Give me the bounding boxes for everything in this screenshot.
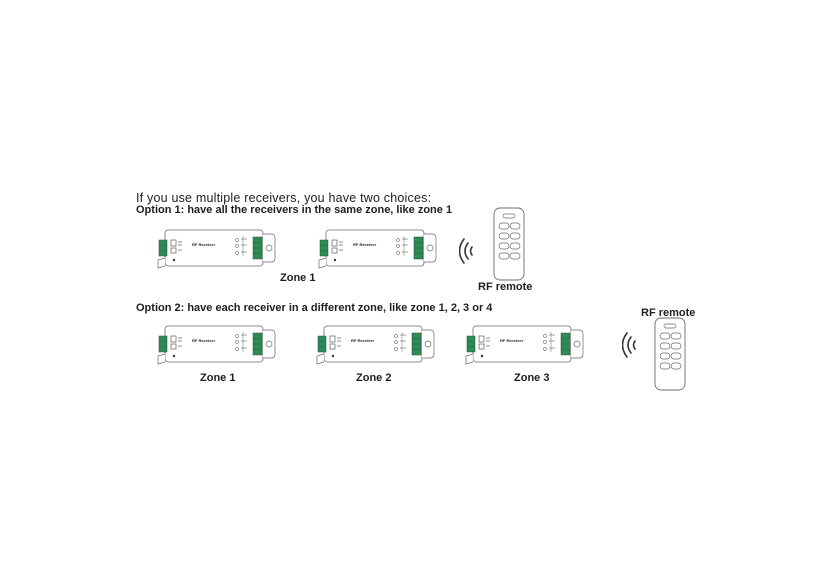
receiver-label: RF Receiver (351, 338, 375, 343)
rf-receiver-icon (155, 322, 277, 366)
remote-label: RF remote (478, 281, 533, 293)
rf-receiver-icon (463, 322, 585, 366)
receiver-label: RF Receiver (500, 338, 524, 343)
zone-label: Zone 3 (514, 372, 550, 384)
receiver-label: RF Receiver (192, 242, 216, 247)
option2-text: Option 2: have each receiver in a differ… (136, 302, 493, 314)
option1-text: Option 1: have all the receivers in the … (136, 204, 453, 216)
wireless-signal-icon (459, 237, 475, 265)
remote-label: RF remote (641, 307, 696, 319)
rf-remote-icon (492, 206, 528, 282)
rf-receiver-icon (314, 322, 436, 366)
rf-receiver-icon (155, 226, 277, 270)
receiver-label: RF Receiver (353, 242, 377, 247)
zone-label: Zone 1 (280, 272, 316, 284)
zone-label: Zone 2 (356, 372, 392, 384)
wireless-signal-icon (622, 331, 638, 359)
zone-label: Zone 1 (200, 372, 236, 384)
receiver-label: RF Receiver (192, 338, 216, 343)
intro-heading: If you use multiple receivers, you have … (136, 191, 432, 205)
rf-remote-icon (653, 316, 689, 392)
rf-receiver-icon (316, 226, 438, 270)
